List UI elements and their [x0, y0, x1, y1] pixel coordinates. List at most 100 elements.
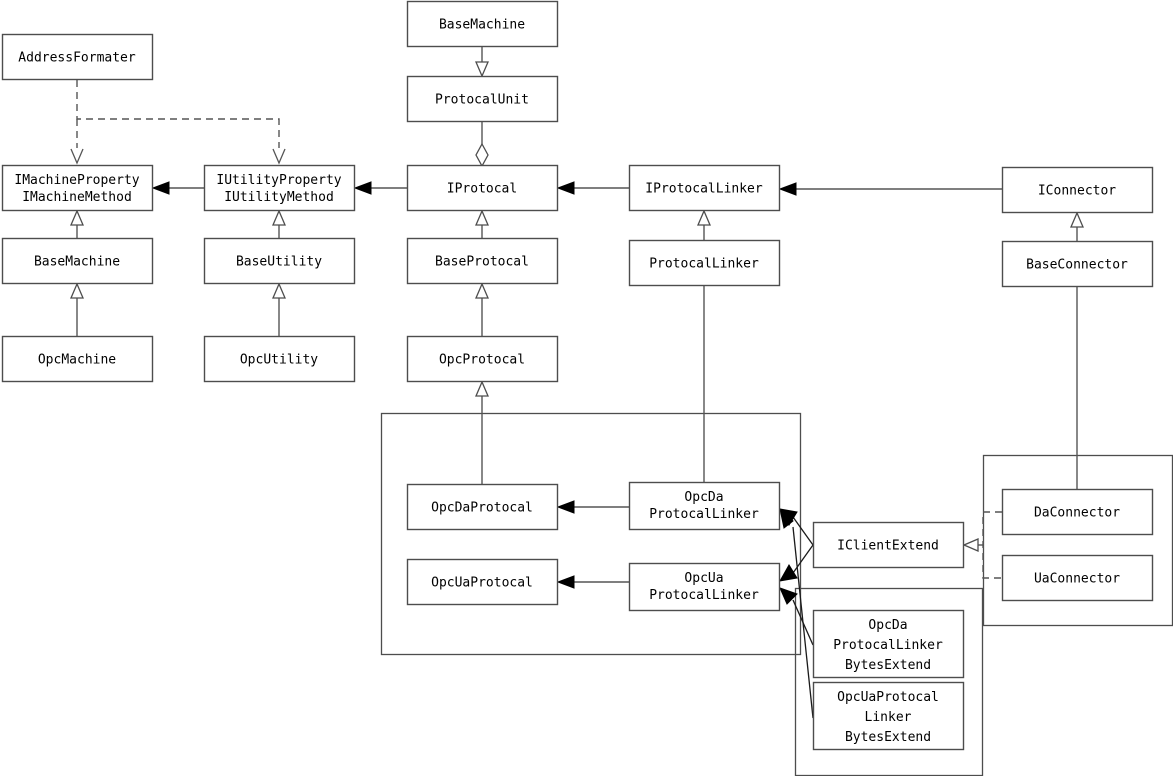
node-basemachine-top[interactable]: BaseMachine: [406, 0, 559, 48]
node-label-opcuaprotocal: OpcUaProtocal: [431, 575, 533, 590]
node-basemachine[interactable]: BaseMachine: [1, 237, 154, 285]
node-label-opcdaprotocal: OpcDaProtocal: [431, 500, 533, 515]
svg-text:OpcDaProtocal: OpcDaProtocal: [431, 500, 533, 515]
svg-text:ProtocalLinker: ProtocalLinker: [649, 256, 759, 271]
generalization-arrow-down-icon: [475, 61, 489, 78]
svg-text:BaseProtocal: BaseProtocal: [435, 254, 529, 269]
node-label-protocallinker: ProtocalLinker: [649, 256, 759, 271]
edge-iclientextend-to-opcdalinker: [792, 516, 814, 546]
node-protocallinker[interactable]: ProtocalLinker: [628, 239, 781, 287]
node-label-basemachine-top: BaseMachine: [439, 17, 525, 32]
svg-text:BaseUtility: BaseUtility: [236, 254, 322, 269]
svg-text:ProtocalLinker: ProtocalLinker: [649, 507, 759, 522]
svg-text:OpcProtocal: OpcProtocal: [439, 352, 525, 367]
node-label-opcdalinker-line1: OpcDa: [684, 490, 723, 505]
node-opcdaprotocal[interactable]: OpcDaProtocal: [406, 483, 559, 531]
generalization-arrow-up-baseprotocal-icon: [475, 282, 489, 299]
node-label-baseprotocal: BaseProtocal: [435, 254, 529, 269]
group-protocal-impl: [380, 412, 802, 656]
svg-text:ProtocalLinker: ProtocalLinker: [833, 638, 943, 653]
node-iprotocal[interactable]: IProtocal: [406, 164, 559, 212]
dependency-arrow-iutility-icon: [272, 148, 286, 165]
node-label-uaconnector: UaConnector: [1034, 571, 1120, 586]
node-opcprotocal[interactable]: OpcProtocal: [406, 335, 559, 383]
node-label-iutilityproperty-line2: IUtilityMethod: [224, 190, 334, 205]
node-label-imachineproperty-line1: IMachineProperty: [14, 173, 139, 188]
node-opcuaprotocallinker[interactable]: OpcUa ProtocalLinker: [628, 562, 781, 612]
node-label-opcmachine: OpcMachine: [38, 352, 116, 367]
node-baseprotocal[interactable]: BaseProtocal: [406, 237, 559, 285]
svg-text:IUtilityProperty: IUtilityProperty: [216, 173, 341, 188]
node-baseconnector[interactable]: BaseConnector: [1001, 240, 1154, 288]
svg-text:AddressFormater: AddressFormater: [18, 50, 136, 65]
node-label-imachineproperty-line2: IMachineMethod: [22, 190, 132, 205]
node-iprotocallinker[interactable]: IProtocalLinker: [628, 164, 781, 212]
node-protocalunit[interactable]: ProtocalUnit: [406, 75, 559, 123]
node-opcdabytesextend[interactable]: OpcDa ProtocalLinker BytesExtend: [812, 609, 965, 679]
node-label-basemachine: BaseMachine: [34, 254, 120, 269]
node-iconnector[interactable]: IConnector: [1001, 166, 1154, 214]
node-label-opcualinker-line1: OpcUa: [684, 571, 723, 586]
generalization-arrow-up-imachine-icon: [70, 209, 84, 226]
svg-text:ProtocalUnit: ProtocalUnit: [435, 92, 529, 107]
svg-text:Linker: Linker: [865, 710, 912, 725]
node-baseutility[interactable]: BaseUtility: [203, 237, 356, 285]
node-label-baseutility: BaseUtility: [236, 254, 322, 269]
node-label-iconnector: IConnector: [1038, 183, 1116, 198]
svg-text:BytesExtend: BytesExtend: [845, 730, 931, 745]
association-arrow-left-imachine-icon: [151, 181, 170, 195]
node-label-iutilityproperty-line1: IUtilityProperty: [216, 173, 341, 188]
node-addressformater[interactable]: AddressFormater: [1, 33, 154, 81]
svg-text:BytesExtend: BytesExtend: [845, 658, 931, 673]
node-label-opcualinker-line2: ProtocalLinker: [649, 588, 759, 603]
association-arrow-left-opcuaprotocal-icon: [556, 575, 575, 589]
svg-text:IMachineProperty: IMachineProperty: [14, 173, 139, 188]
svg-text:IClientExtend: IClientExtend: [837, 538, 939, 553]
node-label-daconnector: DaConnector: [1034, 505, 1120, 520]
node-opcdaprotocallinker[interactable]: OpcDa ProtocalLinker: [628, 481, 781, 531]
svg-text:IConnector: IConnector: [1038, 183, 1116, 198]
svg-text:OpcUtility: OpcUtility: [240, 352, 318, 367]
node-uaconnector[interactable]: UaConnector: [1001, 554, 1154, 602]
node-label-opcuabytes-line2: Linker: [865, 710, 912, 725]
node-imachineproperty[interactable]: IMachineProperty IMachineMethod: [1, 164, 154, 212]
dependency-arrow-imachine-icon: [70, 148, 84, 165]
node-daconnector[interactable]: DaConnector: [1001, 488, 1154, 536]
association-arrow-left-iprotocallinker-icon: [778, 182, 797, 196]
svg-text:DaConnector: DaConnector: [1034, 505, 1120, 520]
svg-text:IUtilityMethod: IUtilityMethod: [224, 190, 334, 205]
edge-addressformater-dashed-trunk: [76, 80, 280, 148]
node-opcutility[interactable]: OpcUtility: [203, 335, 356, 383]
svg-text:IMachineMethod: IMachineMethod: [22, 190, 132, 205]
node-label-addressformater: AddressFormater: [18, 50, 136, 65]
node-label-opcuabytes-line3: BytesExtend: [845, 730, 931, 745]
association-arrow-left-iprotocal-icon: [556, 181, 575, 195]
node-label-opcdabytes-line1: OpcDa: [868, 618, 907, 633]
svg-text:BaseConnector: BaseConnector: [1026, 257, 1128, 272]
node-label-iprotocal: IProtocal: [447, 181, 517, 196]
node-label-protocalunit: ProtocalUnit: [435, 92, 529, 107]
svg-text:IProtocal: IProtocal: [447, 181, 517, 196]
node-opcuabytesextend[interactable]: OpcUaProtocal Linker BytesExtend: [812, 681, 965, 751]
node-label-opcutility: OpcUtility: [240, 352, 318, 367]
generalization-arrow-up-baseutility-icon: [272, 282, 286, 299]
node-opcmachine[interactable]: OpcMachine: [1, 335, 154, 383]
node-label-opcprotocal: OpcProtocal: [439, 352, 525, 367]
svg-text:IProtocalLinker: IProtocalLinker: [645, 181, 763, 196]
svg-text:OpcUa: OpcUa: [684, 571, 723, 586]
edge-connectors-realization-trunk: [982, 511, 1002, 579]
node-label-iclientextend: IClientExtend: [837, 538, 939, 553]
generalization-arrow-up-iprotocal-icon: [475, 209, 489, 226]
svg-text:OpcUaProtocal: OpcUaProtocal: [837, 690, 939, 705]
association-arrow-left-opcdaprotocal-icon: [556, 500, 575, 514]
generalization-arrow-up-iutility-icon: [272, 209, 286, 226]
node-iutilityproperty[interactable]: IUtilityProperty IUtilityMethod: [203, 164, 356, 212]
svg-text:BaseMachine: BaseMachine: [34, 254, 120, 269]
generalization-arrow-up-iprotocallinker-icon: [697, 209, 711, 226]
node-label-iprotocallinker: IProtocalLinker: [645, 181, 763, 196]
node-opcuaprotocal[interactable]: OpcUaProtocal: [406, 558, 559, 606]
node-iclientextend[interactable]: IClientExtend: [812, 521, 965, 569]
svg-text:OpcUaProtocal: OpcUaProtocal: [431, 575, 533, 590]
